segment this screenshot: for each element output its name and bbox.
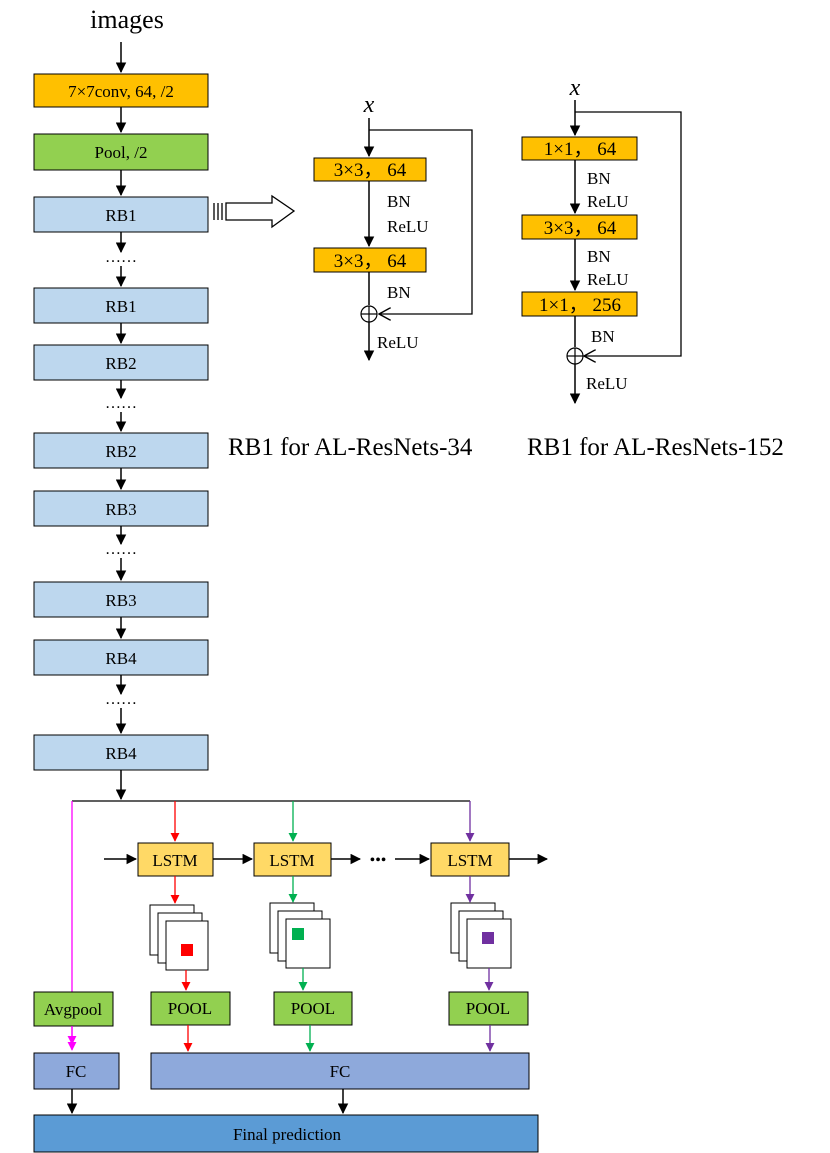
attention-region-teal <box>292 928 304 940</box>
caption-rb34: RB1 for AL-ResNets-34 <box>228 434 473 461</box>
rb152-conv2 <box>521 214 638 240</box>
lstm-chain-dots: ••• <box>370 852 387 869</box>
attention-head: LSTM LSTM ••• LSTM <box>33 800 549 1153</box>
attention-maps-1 <box>149 904 209 971</box>
rb3-label-b: RB3 <box>105 591 136 610</box>
rb3-block-a <box>33 490 209 527</box>
rb34-conv1-label: 3×3， 64 <box>334 160 407 181</box>
lstm-label-1: LSTM <box>152 851 197 870</box>
caption-rb152: RB1 for AL-ResNets-152 <box>527 434 784 461</box>
rb152-relu1: ReLU <box>587 192 629 211</box>
lstm-cell-2 <box>253 842 332 877</box>
rb4-block-a <box>33 639 209 676</box>
rb152-detail: x 1×1， 64 BN ReLU 3×3， 64 BN ReLU 1×1， 2… <box>521 75 682 405</box>
conv-label: 7×7conv, 64, /2 <box>68 82 174 101</box>
final-prediction-label: Final prediction <box>233 1125 342 1144</box>
rb152-relu-out: ReLU <box>586 374 628 393</box>
rb2-block-b <box>33 432 209 469</box>
rb152-bn2: BN <box>587 247 611 266</box>
rb34-bn2: BN <box>387 283 411 302</box>
expand-arrow <box>213 194 296 229</box>
ellipsis-4: …… <box>105 691 137 708</box>
rb152-relu2: ReLU <box>587 270 629 289</box>
pool-label-1: POOL <box>168 999 212 1018</box>
rb152-skip-connection <box>575 111 682 356</box>
rb34-skip-connection <box>369 129 473 314</box>
rb1-label-b: RB1 <box>105 297 136 316</box>
attention-region-red <box>181 944 193 956</box>
fc-block-left <box>33 1052 120 1090</box>
rb34-conv2 <box>313 247 427 273</box>
rb34-detail: x 3×3， 64 BN ReLU 3×3， 64 BN ReLU <box>313 92 473 362</box>
fc-block-main <box>150 1052 530 1090</box>
rb4-block-b <box>33 734 209 771</box>
rb152-conv3 <box>521 291 638 317</box>
avgpool-label: Avgpool <box>44 1000 103 1019</box>
avgpool-block <box>33 991 114 1027</box>
attention-region-purple <box>482 932 494 944</box>
rb34-conv1 <box>313 157 427 182</box>
rb3-label-a: RB3 <box>105 500 136 519</box>
pool-block-1 <box>150 991 231 1026</box>
rb34-relu-out: ReLU <box>377 333 419 352</box>
backbone: images 7×7conv, 64, /2 Pool, /2 RB1 …… R… <box>33 5 209 801</box>
rb152-input-x: x <box>569 75 581 101</box>
pool-block <box>33 133 209 171</box>
lstm-label-3: LSTM <box>447 851 492 870</box>
rb3-block-b <box>33 581 209 618</box>
rb2-label-a: RB2 <box>105 354 136 373</box>
input-label: images <box>90 5 164 34</box>
rb1-block-b <box>33 287 209 324</box>
pool-block-3 <box>448 991 529 1026</box>
pool-label-2: POOL <box>291 999 335 1018</box>
ellipsis-2: …… <box>105 395 137 412</box>
rb34-add-node <box>360 305 378 323</box>
attention-maps-2 <box>269 902 331 969</box>
pool-label: Pool, /2 <box>95 143 148 162</box>
rb152-bn1: BN <box>587 169 611 188</box>
rb4-label-b: RB4 <box>105 744 137 763</box>
rb152-conv1-label: 1×1， 64 <box>544 139 617 160</box>
pool-label-3: POOL <box>466 999 510 1018</box>
rb152-conv3-label: 1×1， 256 <box>539 295 621 316</box>
rb34-input-x: x <box>363 92 375 118</box>
rb34-conv2-label: 3×3， 64 <box>334 251 407 272</box>
pool-block-2 <box>273 991 353 1026</box>
ellipsis-3: …… <box>105 541 137 558</box>
rb34-bn1: BN <box>387 192 411 211</box>
rb2-block-a <box>33 344 209 381</box>
rb1-label-a: RB1 <box>105 206 136 225</box>
lstm-label-2: LSTM <box>269 851 314 870</box>
rb34-relu1: ReLU <box>387 217 429 236</box>
fc-label-left: FC <box>66 1062 87 1081</box>
attention-maps-3 <box>450 902 512 969</box>
rb152-bn3: BN <box>591 327 615 346</box>
rb152-add-node <box>566 347 584 365</box>
rb1-block-a <box>33 196 209 233</box>
rb152-conv2-label: 3×3， 64 <box>544 218 617 239</box>
rb2-label-b: RB2 <box>105 442 136 461</box>
fc-label-main: FC <box>330 1062 351 1081</box>
final-prediction-block <box>33 1114 539 1153</box>
ellipsis-1: …… <box>105 249 137 266</box>
rb152-conv1 <box>521 136 638 161</box>
rb4-label-a: RB4 <box>105 649 137 668</box>
